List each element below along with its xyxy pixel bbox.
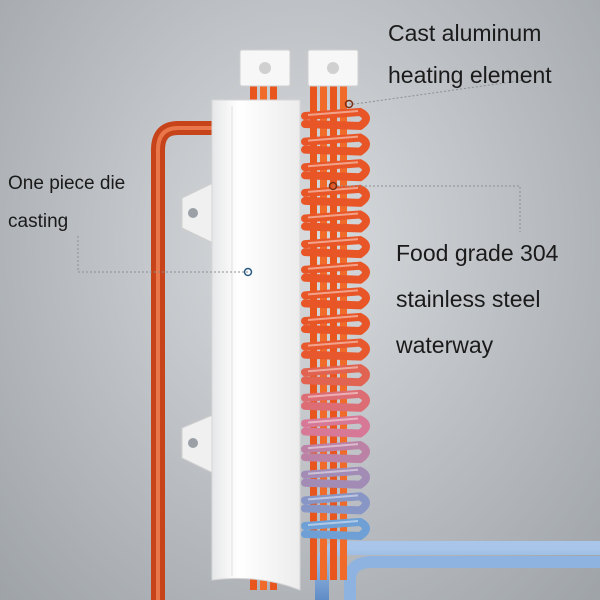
coil-loop-highlight (307, 366, 359, 373)
coil-loop (301, 415, 370, 438)
coil-loop (301, 133, 370, 156)
steel-waterway-coil (301, 107, 370, 541)
coil-loop (301, 236, 370, 259)
coil-loop (301, 492, 370, 515)
coil-loop (301, 287, 370, 310)
aluminum-label-line1: Cast aluminum (388, 20, 542, 46)
coil-loop-highlight (307, 110, 359, 116)
aluminum-marker (344, 99, 354, 109)
steel-label-line2: stainless steel (396, 286, 541, 312)
casing-marker (243, 267, 253, 277)
coil-loop (301, 312, 370, 336)
die-casting-label-line2: casting (8, 211, 69, 232)
steel-marker (328, 181, 338, 191)
coil-loop-highlight (307, 340, 359, 347)
mounting-bracket-bottom (181, 413, 216, 475)
coil-loop (301, 210, 370, 233)
die-cast-casing (211, 99, 301, 591)
steel-label-line3: waterway (396, 332, 494, 358)
coil-loop (301, 466, 370, 489)
coil-loop-highlight (307, 289, 359, 296)
coil-loop-highlight (307, 468, 359, 475)
coil-loop-highlight (307, 315, 359, 321)
coil-loop-highlight (307, 391, 359, 398)
steel-label-line1: Food grade 304 (396, 240, 559, 266)
coil-loop-highlight (307, 443, 359, 450)
coil-loop-highlight (307, 212, 359, 219)
coil-loop-highlight (307, 417, 359, 424)
coil-loop (301, 338, 370, 361)
coil-loop-highlight (307, 494, 359, 501)
coil-loop-highlight (307, 238, 359, 245)
coil-loop (301, 261, 370, 284)
coil-loop (301, 389, 370, 412)
coil-loop-highlight (307, 161, 359, 168)
cold-water-pipe (315, 541, 600, 600)
coil-loop (301, 107, 370, 131)
coil-loop (301, 364, 370, 387)
coil-loop-highlight (307, 520, 359, 526)
mounting-bracket-top (181, 181, 216, 245)
coil-loop (301, 184, 370, 207)
coil-loop-highlight (307, 263, 359, 270)
coil-loop-highlight (307, 135, 359, 142)
leader-lines (77, 79, 526, 273)
aluminum-label-line2: heating element (388, 62, 552, 88)
die-casting-label-line1: One piece die (8, 173, 126, 194)
coil-loop (301, 159, 370, 182)
coil-loop (301, 441, 370, 464)
coil-loop (301, 517, 370, 541)
